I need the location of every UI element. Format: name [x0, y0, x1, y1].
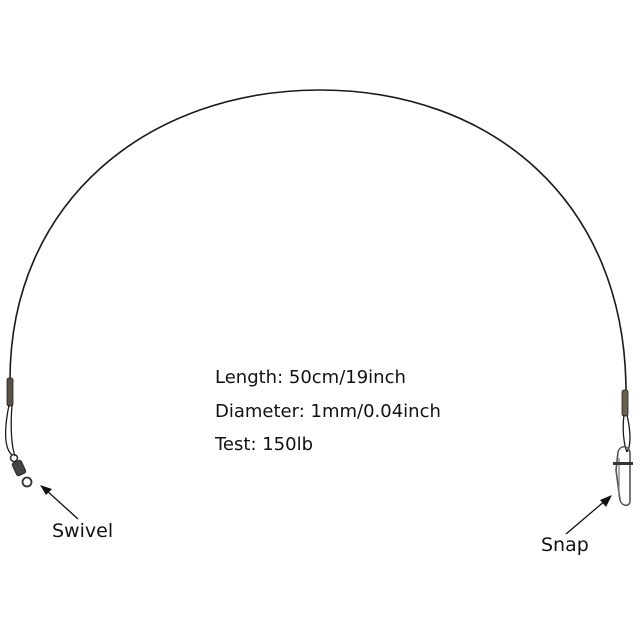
- snap-arrow: [565, 495, 612, 535]
- left-crimp-sleeve: [6, 377, 14, 407]
- swivel-icon: [9, 453, 33, 488]
- right-wire-loop: [622, 414, 631, 453]
- swivel-arrow: [40, 485, 79, 520]
- snap-icon: [613, 445, 633, 507]
- wire-arc: [9, 89, 627, 393]
- snap-label: Snap: [541, 534, 589, 556]
- spec-diameter: Diameter: 1mm/0.04inch: [215, 401, 441, 422]
- spec-test: Test: 150lb: [215, 434, 314, 455]
- right-crimp-sleeve: [621, 389, 629, 417]
- spec-length: Length: 50cm/19inch: [215, 367, 406, 388]
- swivel-label: Swivel: [52, 520, 114, 542]
- left-wire-loop: [4, 404, 16, 457]
